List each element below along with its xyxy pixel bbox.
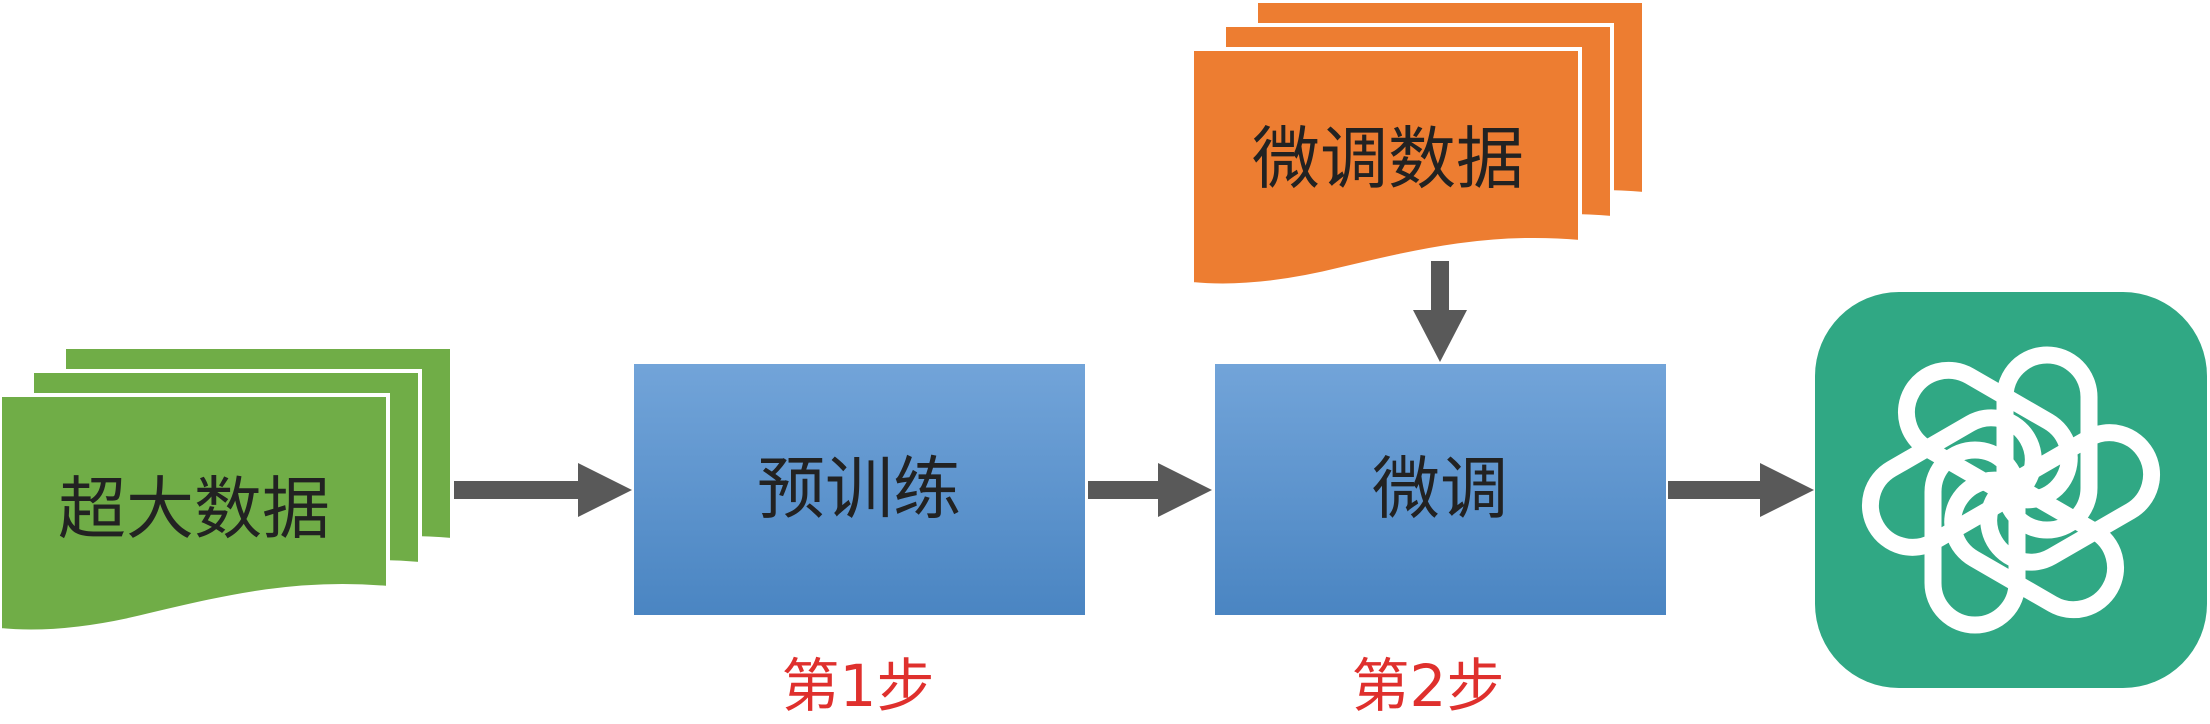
finetune-data-doc-stack: 微调数据 xyxy=(1190,0,1646,288)
finetune-box xyxy=(1215,364,1666,615)
step-2-label: 第2步 xyxy=(1352,652,1505,720)
openai-logo-icon xyxy=(1861,346,2161,634)
arrow-pretrain-to-finetune xyxy=(1088,463,1212,517)
pretrain-step: 预训练 第1步 xyxy=(634,364,1085,720)
arrow-finetune-to-model xyxy=(1668,463,1814,517)
arrow-data-to-pretrain xyxy=(454,463,632,517)
output-model xyxy=(1815,292,2207,688)
document-sheet-front xyxy=(1190,47,1582,288)
finetune-step: 微调 第2步 xyxy=(1215,364,1666,720)
step-1-label: 第1步 xyxy=(782,652,935,720)
finetune-box-label: 微调 xyxy=(1372,451,1508,530)
pretrain-box xyxy=(634,364,1085,615)
arrow-finetune-data-down xyxy=(1413,261,1467,362)
input-data-label: 超大数据 xyxy=(58,471,330,550)
pretrain-box-label: 预训练 xyxy=(757,451,961,530)
document-sheet-front xyxy=(0,393,390,634)
input-data-doc-stack: 超大数据 xyxy=(0,345,454,634)
finetune-data-label: 微调数据 xyxy=(1252,121,1524,200)
